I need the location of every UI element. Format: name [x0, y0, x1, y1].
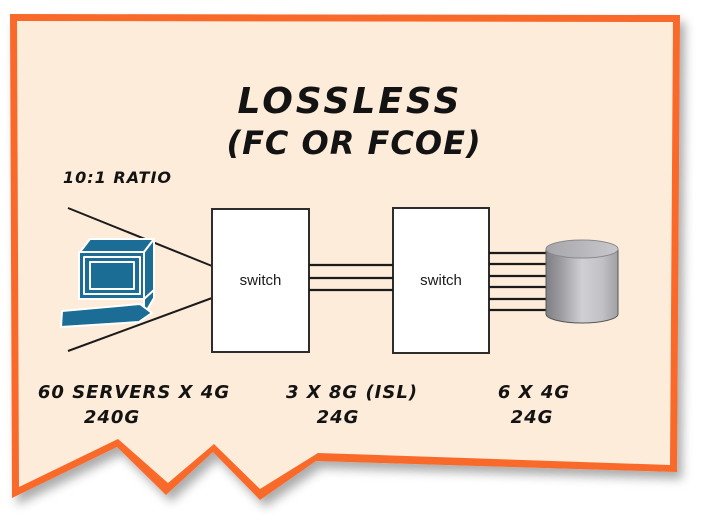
- storage-cylinder-icon: [545, 239, 619, 324]
- isl-link-label-line2: 24G: [316, 407, 360, 428]
- storage-links: [489, 251, 549, 312]
- switch-right-box: [392, 207, 490, 354]
- keyboard: [60, 303, 153, 328]
- monitor-screen: [89, 261, 135, 290]
- fan-line-bottom: [67, 297, 213, 352]
- monitor-bezel: [83, 256, 141, 295]
- storage-link-label-line2: 24G: [510, 407, 554, 428]
- monitor-top-face: [79, 238, 155, 253]
- storage-link-label-line1: 6 X 4G: [497, 382, 571, 403]
- isl-link-label-line1: 3 X 8G (ISL): [285, 382, 419, 403]
- workstation-computer-icon: [60, 238, 155, 328]
- server-fan-lines: [67, 207, 213, 352]
- frame-background: [17, 21, 673, 489]
- monitor-stand: [143, 289, 155, 311]
- isl-links: [309, 263, 393, 292]
- diagram-title-line2: (FC OR FCOE): [226, 124, 482, 162]
- servers-link-label-line1: 60 SERVERS X 4G: [37, 382, 231, 403]
- switch-left-label: switch: [239, 272, 282, 289]
- switch-left-box: [211, 208, 310, 353]
- diagram-title-line1: LOSSLESS: [237, 81, 463, 122]
- fan-line-top: [67, 207, 213, 267]
- servers-link-label-line2: 240G: [83, 407, 141, 428]
- ratio-annotation: 10:1 RATIO: [63, 168, 173, 187]
- cylinder-top: [545, 239, 619, 259]
- cylinder-body: [545, 249, 619, 324]
- switch-right-label: switch: [420, 272, 462, 289]
